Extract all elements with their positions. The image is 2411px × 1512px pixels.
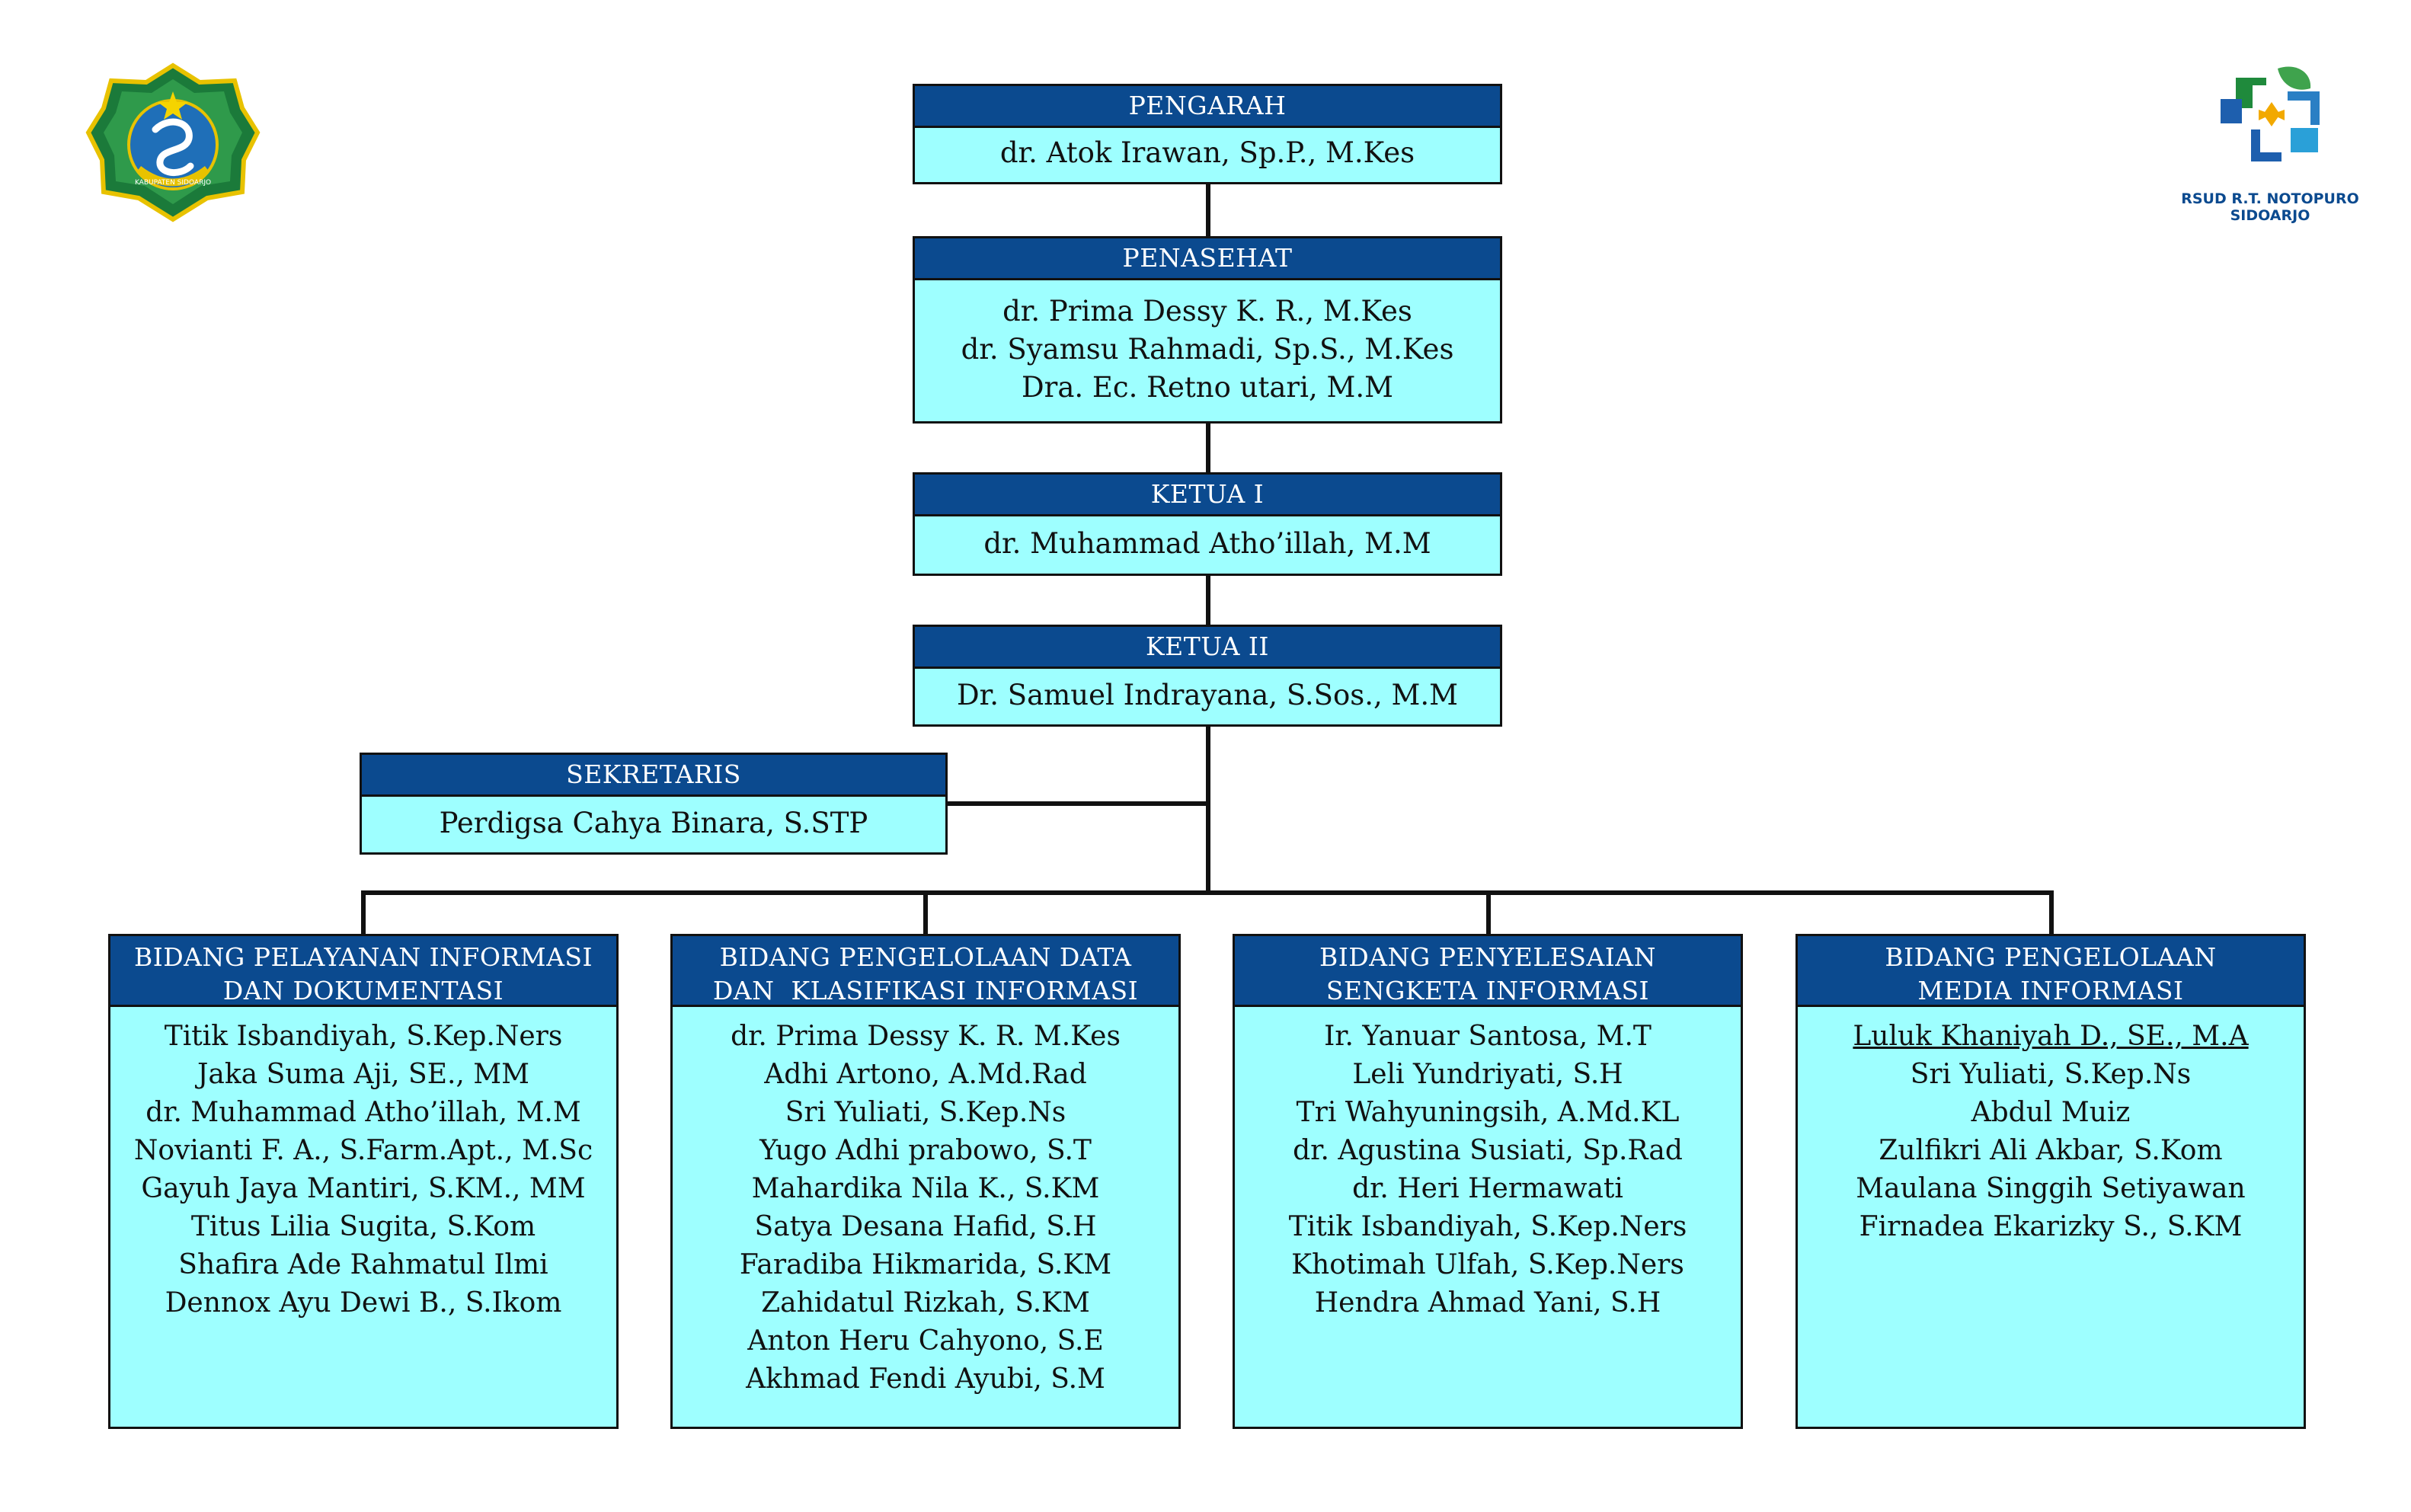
penasehat-name-3: Dra. Ec. Retno utari, M.M [1021, 371, 1393, 404]
seal-motto-text: KABUPATEN SIDOARJO [135, 179, 211, 187]
member-name: Leli Yundriyati, S.H [1352, 1059, 1623, 1090]
rsud-name-line1: RSUD R.T. NOTOPURO [2181, 190, 2359, 207]
bidang-media-title-line2: MEDIA INFORMASI [1917, 976, 2184, 1005]
bidang-pengelolaan-data-title-line1: BIDANG PENGELOLAAN DATA [719, 942, 1132, 972]
bidang-pelayanan-members: Titik Isbandiyah, S.Kep.Ners Jaka Suma A… [110, 1007, 616, 1322]
bidang-pengelolaan-data-title-line2: DAN KLASIFIKASI INFORMASI [712, 976, 1139, 1005]
member-name: Tri Wahyuningsih, A.Md.KL [1296, 1097, 1680, 1128]
bidang-penyelesaian-title: BIDANG PENYELESAIAN SENGKETA INFORMASI [1235, 936, 1741, 1007]
bidang-pengelolaan-data-title: BIDANG PENGELOLAAN DATA DAN KLASIFIKASI … [673, 936, 1178, 1007]
member-name: Titus Lilia Sugita, S.Kom [190, 1211, 536, 1242]
member-name: Zahidatul Rizkah, S.KM [761, 1287, 1090, 1319]
member-name: Dennox Ayu Dewi B., S.Ikom [165, 1287, 562, 1319]
bidang-penyelesaian-title-line2: SENGKETA INFORMASI [1325, 976, 1650, 1005]
bidang-media-box: BIDANG PENGELOLAAN MEDIA INFORMASI Luluk… [1795, 934, 2306, 1429]
connector-ketua1-ketua2 [1206, 573, 1210, 628]
ketua2-name: Dr. Samuel Indrayana, S.Sos., M.M [956, 679, 1459, 711]
member-name: Yugo Adhi prabowo, S.T [759, 1135, 1092, 1166]
bidang-pengelolaan-data-members: dr. Prima Dessy K. R. M.Kes Adhi Artono,… [673, 1007, 1178, 1399]
member-name: Faradiba Hikmarida, S.KM [739, 1249, 1112, 1280]
member-name: dr. Prima Dessy K. R. M.Kes [731, 1021, 1121, 1052]
sekretaris-name: Perdigsa Cahya Binara, S.STP [439, 807, 868, 839]
member-name: Firnadea Ekarizky S., S.KM [1859, 1211, 2243, 1242]
ketua2-box: KETUA II Dr. Samuel Indrayana, S.Sos., M… [913, 625, 1502, 727]
member-name: Hendra Ahmad Yani, S.H [1314, 1287, 1661, 1319]
member-name: Maulana Singgih Setiyawan [1856, 1173, 2246, 1204]
connector-horizontal-bus [361, 890, 2054, 895]
penasehat-names: dr. Prima Dessy K. R., M.Kes dr. Syamsu … [915, 280, 1500, 407]
member-name: Gayuh Jaya Mantiri, S.KM., MM [141, 1173, 586, 1204]
bidang-pelayanan-title-line2: DAN DOKUMENTASI [222, 976, 504, 1005]
ketua1-name: dr. Muhammad Atho’illah, M.M [983, 527, 1431, 560]
connector-penasehat-ketua1 [1206, 420, 1210, 475]
sekretaris-box: SEKRETARIS Perdigsa Cahya Binara, S.STP [360, 753, 948, 855]
penasehat-name-1: dr. Prima Dessy K. R., M.Kes [1002, 295, 1412, 328]
sekretaris-title: SEKRETARIS [362, 755, 945, 797]
connector-bidang-4 [2049, 890, 2054, 935]
penasehat-title: PENASEHAT [915, 238, 1500, 280]
member-name: dr. Agustina Susiati, Sp.Rad [1293, 1135, 1683, 1166]
member-name: Abdul Muiz [1971, 1097, 2131, 1128]
connector-bidang-3 [1486, 890, 1491, 935]
bidang-pelayanan-title-line1: BIDANG PELAYANAN INFORMASI [133, 942, 593, 972]
member-name: Novianti F. A., S.Farm.Apt., M.Sc [133, 1135, 593, 1166]
member-name: Akhmad Fendi Ayubi, S.M [746, 1363, 1105, 1395]
penasehat-name-2: dr. Syamsu Rahmadi, Sp.S., M.Kes [961, 333, 1454, 366]
penasehat-box: PENASEHAT dr. Prima Dessy K. R., M.Kes d… [913, 236, 1502, 424]
member-name: Satya Desana Hafid, S.H [754, 1211, 1097, 1242]
member-name: Jaka Suma Aji, SE., MM [197, 1059, 530, 1090]
bidang-media-title: BIDANG PENGELOLAAN MEDIA INFORMASI [1798, 936, 2304, 1007]
member-name: dr. Heri Hermawati [1352, 1173, 1623, 1204]
member-name: Titik Isbandiyah, S.Kep.Ners [1288, 1211, 1687, 1242]
ketua1-title: KETUA I [915, 475, 1500, 516]
member-name: Khotimah Ulfah, S.Kep.Ners [1291, 1249, 1684, 1280]
member-name: Adhi Artono, A.Md.Rad [764, 1059, 1087, 1090]
sidoarjo-seal-logo: KABUPATEN SIDOARJO [85, 62, 261, 222]
connector-sekretaris [945, 801, 1208, 806]
rsud-name-line2: SIDOARJO [2230, 207, 2310, 224]
rsud-name-text: RSUD R.T. NOTOPURO SIDOARJO [2179, 190, 2361, 224]
connector-bidang-2 [923, 890, 928, 935]
bidang-pengelolaan-data-box: BIDANG PENGELOLAAN DATA DAN KLASIFIKASI … [670, 934, 1181, 1429]
bidang-penyelesaian-box: BIDANG PENYELESAIAN SENGKETA INFORMASI I… [1233, 934, 1743, 1429]
bidang-pelayanan-title: BIDANG PELAYANAN INFORMASI DAN DOKUMENTA… [110, 936, 616, 1007]
bidang-penyelesaian-members: Ir. Yanuar Santosa, M.T Leli Yundriyati,… [1235, 1007, 1741, 1322]
member-name: Titik Isbandiyah, S.Kep.Ners [164, 1021, 563, 1052]
rsud-notopuro-logo [2205, 55, 2339, 177]
pengarah-name: dr. Atok Irawan, Sp.P., M.Kes [999, 136, 1415, 169]
member-name: Mahardika Nila K., S.KM [751, 1173, 1100, 1204]
connector-ketua2-trunk [1206, 724, 1210, 893]
member-name: Luluk Khaniyah D., SE., M.A [1853, 1021, 2249, 1052]
member-name: Anton Heru Cahyono, S.E [747, 1325, 1104, 1357]
connector-pengarah-penasehat [1206, 181, 1210, 239]
bidang-media-members: Luluk Khaniyah D., SE., M.A Sri Yuliati,… [1798, 1007, 2304, 1246]
member-name: Sri Yuliati, S.Kep.Ns [1910, 1059, 2192, 1090]
connector-bidang-1 [361, 890, 366, 935]
ketua2-title: KETUA II [915, 627, 1500, 669]
bidang-penyelesaian-title-line1: BIDANG PENYELESAIAN [1319, 942, 1657, 972]
member-name: Zulfikri Ali Akbar, S.Kom [1879, 1135, 2223, 1166]
member-name: Shafira Ade Rahmatul Ilmi [178, 1249, 548, 1280]
bidang-media-title-line1: BIDANG PENGELOLAAN [1885, 942, 2217, 972]
pengarah-title: PENGARAH [915, 86, 1500, 128]
bidang-pelayanan-box: BIDANG PELAYANAN INFORMASI DAN DOKUMENTA… [108, 934, 619, 1429]
member-name: Sri Yuliati, S.Kep.Ns [785, 1097, 1066, 1128]
member-name: Ir. Yanuar Santosa, M.T [1324, 1021, 1652, 1052]
ketua1-box: KETUA I dr. Muhammad Atho’illah, M.M [913, 472, 1502, 576]
pengarah-box: PENGARAH dr. Atok Irawan, Sp.P., M.Kes [913, 84, 1502, 184]
member-name: dr. Muhammad Atho’illah, M.M [145, 1097, 581, 1128]
